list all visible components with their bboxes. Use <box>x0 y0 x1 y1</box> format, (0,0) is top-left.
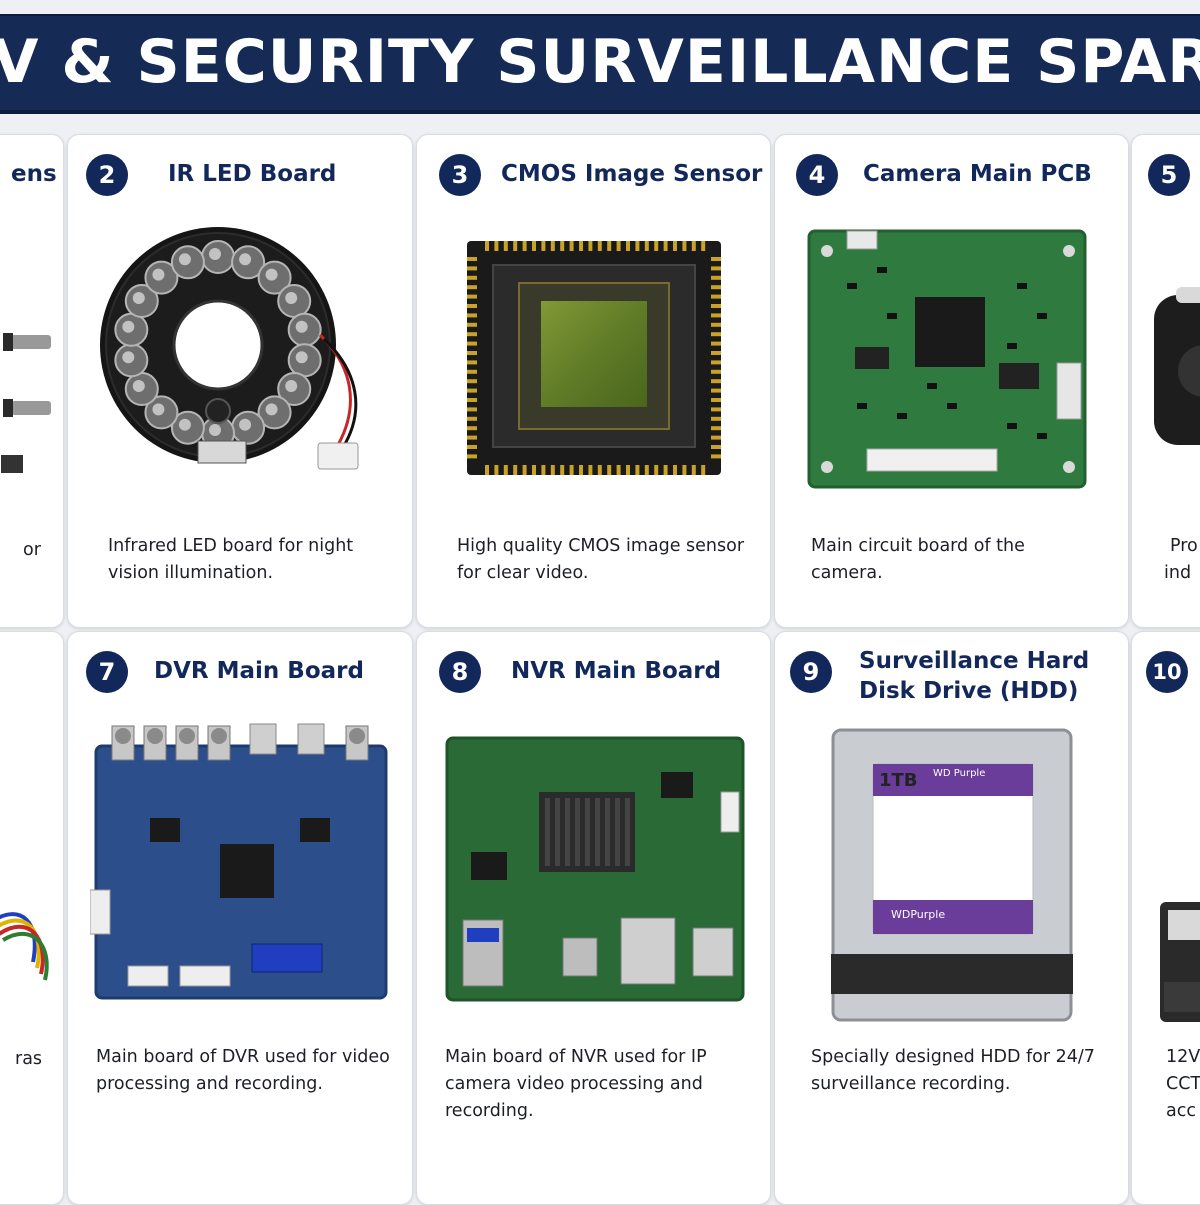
card-number-badge: 2 <box>86 154 128 196</box>
card-title: Camera Main PCB <box>863 161 1092 187</box>
card-number-badge: 4 <box>796 154 838 196</box>
card-number-badge: 10 <box>1146 651 1188 693</box>
product-grid: ens or 2 IR LED Board Infrared LED board… <box>0 134 1200 1205</box>
card-title: Surveillance Hard <box>859 648 1090 674</box>
hdd-image <box>831 728 1073 1022</box>
nvr-board-image <box>445 736 745 1002</box>
card-description: Specially designed HDD for 24/7 surveill… <box>811 1047 1095 1094</box>
card-number-badge: 9 <box>790 651 832 693</box>
product-card-cmos-image-sensor[interactable]: 3 CMOS Image Sensor High quality CMOS im… <box>416 134 771 628</box>
card-description-line: ind <box>1164 563 1192 583</box>
card-description-line: 12V <box>1166 1047 1200 1067</box>
card-title: NVR Main Board <box>511 658 722 684</box>
card-title: DVR Main Board <box>154 658 364 684</box>
card-title: Disk Drive (HDD) <box>859 678 1079 704</box>
product-card-surveillance-hdd[interactable]: 9 Surveillance Hard Disk Drive (HDD) 1TB… <box>774 631 1129 1205</box>
dvr-board-image <box>90 723 388 1000</box>
card-description-line: CCT <box>1166 1074 1200 1094</box>
card-number-badge: 8 <box>439 651 481 693</box>
product-card-dvr-main-board[interactable]: 7 DVR Main Board Main board of DVR used … <box>67 631 413 1205</box>
card-description: High quality CMOS image sensor for clear… <box>457 536 745 583</box>
camera-pcb-image <box>807 229 1087 489</box>
cable-image <box>0 912 49 981</box>
product-card-nvr-main-board[interactable]: 8 NVR Main Board Main board of NVR used … <box>416 631 771 1205</box>
card-description: Infrared LED board for night vision illu… <box>108 536 354 583</box>
banner-title: V & SECURITY SURVEILLANCE SPARE <box>0 27 1200 97</box>
card-description-line: acc <box>1166 1101 1196 1121</box>
card-title: CMOS Image Sensor <box>501 161 763 187</box>
ir-led-board-image <box>100 227 359 470</box>
card-description: Main board of NVR used for IP camera vid… <box>445 1047 707 1121</box>
header-banner: V & SECURITY SURVEILLANCE SPARE <box>0 14 1200 114</box>
camera-housing-image <box>1154 287 1200 445</box>
card-number-badge: 7 <box>86 651 128 693</box>
card-number-badge: 5 <box>1148 154 1190 196</box>
product-card-lens[interactable]: ens or <box>0 134 64 628</box>
card-description: Main board of DVR used for video process… <box>96 1047 390 1094</box>
card-title: IR LED Board <box>168 161 337 187</box>
card-number-badge: 3 <box>439 154 481 196</box>
product-card-6[interactable]: ras <box>0 631 64 1205</box>
hdd-brand-label: WD Purple <box>933 768 986 779</box>
lens-image <box>1 333 51 473</box>
hdd-series-label: WDPurple <box>891 908 946 921</box>
product-card-10[interactable]: 10 12V CCT acc <box>1131 631 1200 1205</box>
product-card-camera-main-pcb[interactable]: 4 Camera Main PCB Main circuit board of … <box>774 134 1129 628</box>
card-title: ens <box>11 161 57 187</box>
cmos-sensor-image <box>467 241 721 475</box>
card-description: ras <box>15 1049 43 1069</box>
card-description: or <box>23 540 41 560</box>
power-supply-image <box>1160 902 1200 1022</box>
product-card-ir-led-board[interactable]: 2 IR LED Board Infrared LED board for ni… <box>67 134 413 628</box>
card-description-line: Pro <box>1170 536 1198 556</box>
card-description: Main circuit board of the camera. <box>811 536 1025 583</box>
hdd-capacity-label: 1TB <box>879 770 918 791</box>
product-card-5[interactable]: 5 Pro ind <box>1131 134 1200 628</box>
